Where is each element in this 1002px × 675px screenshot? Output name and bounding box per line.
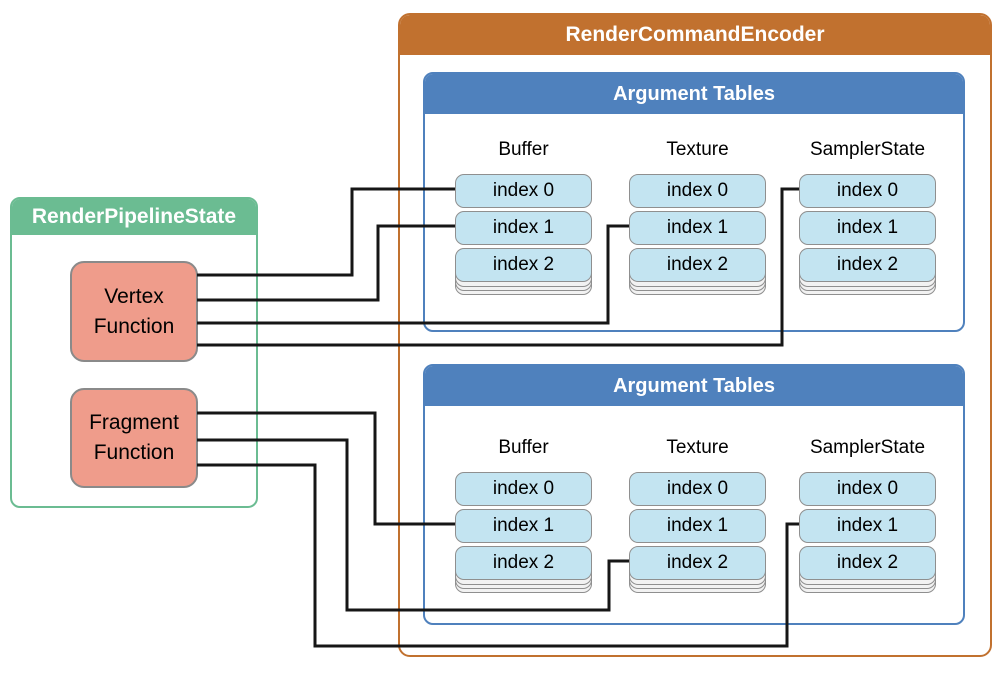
texture-slot-index-1: index 1	[629, 509, 766, 543]
fragment-function-box: Fragment Function	[70, 388, 198, 488]
texture-slot-index-0: index 0	[629, 472, 766, 506]
column-buffer: Buffer index 0 index 1 index 2	[455, 434, 592, 599]
buffer-slot-index-2: index 2	[455, 248, 592, 282]
column-header-texture: Texture	[666, 139, 729, 160]
render-command-encoder-title: RenderCommandEncoder	[400, 15, 990, 55]
argument-tables-title: Argument Tables	[425, 74, 963, 114]
buffer-slot-index-0: index 0	[455, 472, 592, 506]
buffer-slot-index-2: index 2	[455, 546, 592, 580]
argument-tables-fragment: Argument Tables Buffer index 0 index 1 i…	[423, 364, 965, 625]
samplerstate-slot-index-1: index 1	[799, 509, 936, 543]
samplerstate-slot-index-0: index 0	[799, 174, 936, 208]
column-header-buffer: Buffer	[498, 437, 549, 458]
column-samplerstate: SamplerState index 0 index 1 index 2	[799, 434, 936, 599]
buffer-slot-index-0: index 0	[455, 174, 592, 208]
column-header-texture: Texture	[666, 437, 729, 458]
samplerstate-slot-index-0: index 0	[799, 472, 936, 506]
buffer-slot-index-1: index 1	[455, 211, 592, 245]
column-buffer: Buffer index 0 index 1 index 2	[455, 136, 592, 301]
argument-tables-vertex: Argument Tables Buffer index 0 index 1 i…	[423, 72, 965, 332]
texture-slot-index-1: index 1	[629, 211, 766, 245]
texture-slot-index-2: index 2	[629, 248, 766, 282]
vertex-function-box: Vertex Function	[70, 261, 198, 362]
column-header-samplerstate: SamplerState	[809, 437, 926, 458]
column-texture: Texture index 0 index 1 index 2	[629, 136, 766, 301]
buffer-slot-index-1: index 1	[455, 509, 592, 543]
texture-slot-index-0: index 0	[629, 174, 766, 208]
render-pipeline-state-title: RenderPipelineState	[12, 199, 256, 235]
samplerstate-slot-index-1: index 1	[799, 211, 936, 245]
column-texture: Texture index 0 index 1 index 2	[629, 434, 766, 599]
column-samplerstate: SamplerState index 0 index 1 index 2	[799, 136, 936, 301]
argument-tables-title: Argument Tables	[425, 366, 963, 406]
texture-slot-index-2: index 2	[629, 546, 766, 580]
column-header-samplerstate: SamplerState	[809, 139, 926, 160]
column-header-buffer: Buffer	[498, 139, 549, 160]
samplerstate-slot-index-2: index 2	[799, 546, 936, 580]
samplerstate-slot-index-2: index 2	[799, 248, 936, 282]
